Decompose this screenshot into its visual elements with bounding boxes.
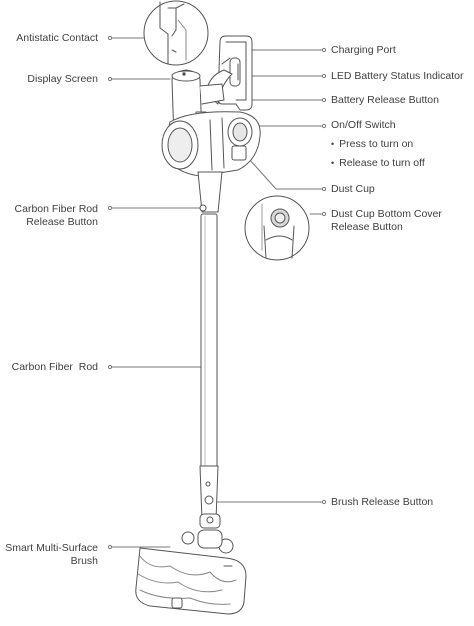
label-smart-brush-line2: Brush	[70, 555, 98, 567]
label-brush-release: Brush Release Button	[331, 496, 434, 508]
label-antistatic-contact: Antistatic Contact	[16, 32, 98, 44]
label-carbon-rod-release: Carbon Fiber Rod Release Button	[15, 203, 98, 229]
label-dust-cup-cover: Dust Cup Bottom Cover Release Button	[331, 208, 442, 234]
battery-handle	[205, 35, 253, 111]
label-carbon-rod-release-line1: Carbon Fiber Rod	[14, 203, 98, 215]
label-dust-cup: Dust Cup	[331, 183, 375, 195]
label-battery-release: Battery Release Button	[331, 94, 439, 106]
label-release-off: Release to turn off	[331, 157, 425, 170]
label-carbon-rod-release-line2: Release Button	[26, 216, 98, 228]
label-on-off-switch: On/Off Switch	[331, 119, 396, 131]
label-dust-cup-cover-line2: Release Button	[331, 221, 403, 233]
leader-lines-left	[107, 35, 211, 550]
carbon-fiber-rod	[200, 213, 218, 469]
label-charging-port: Charging Port	[331, 44, 396, 56]
brush-head	[135, 547, 247, 615]
label-press-on: Press to turn on	[331, 138, 413, 151]
label-dust-cup-cover-line1: Dust Cup Bottom Cover	[331, 208, 442, 220]
label-smart-brush-line1: Smart Multi-Surface	[5, 542, 98, 554]
label-smart-brush: Smart Multi-Surface Brush	[5, 542, 98, 568]
brush-joint	[181, 465, 234, 554]
label-carbon-fiber-rod: Carbon Fiber Rod	[11, 361, 98, 373]
leader-lines-right	[211, 47, 327, 505]
rod-neck	[197, 171, 223, 213]
dust-cup-cover-detail	[244, 195, 310, 261]
motor-body	[161, 111, 261, 177]
label-led-indicator: LED Battery Status Indicator	[331, 70, 464, 82]
label-display-screen: Display Screen	[27, 73, 98, 85]
antistatic-contact-detail	[143, 0, 209, 66]
